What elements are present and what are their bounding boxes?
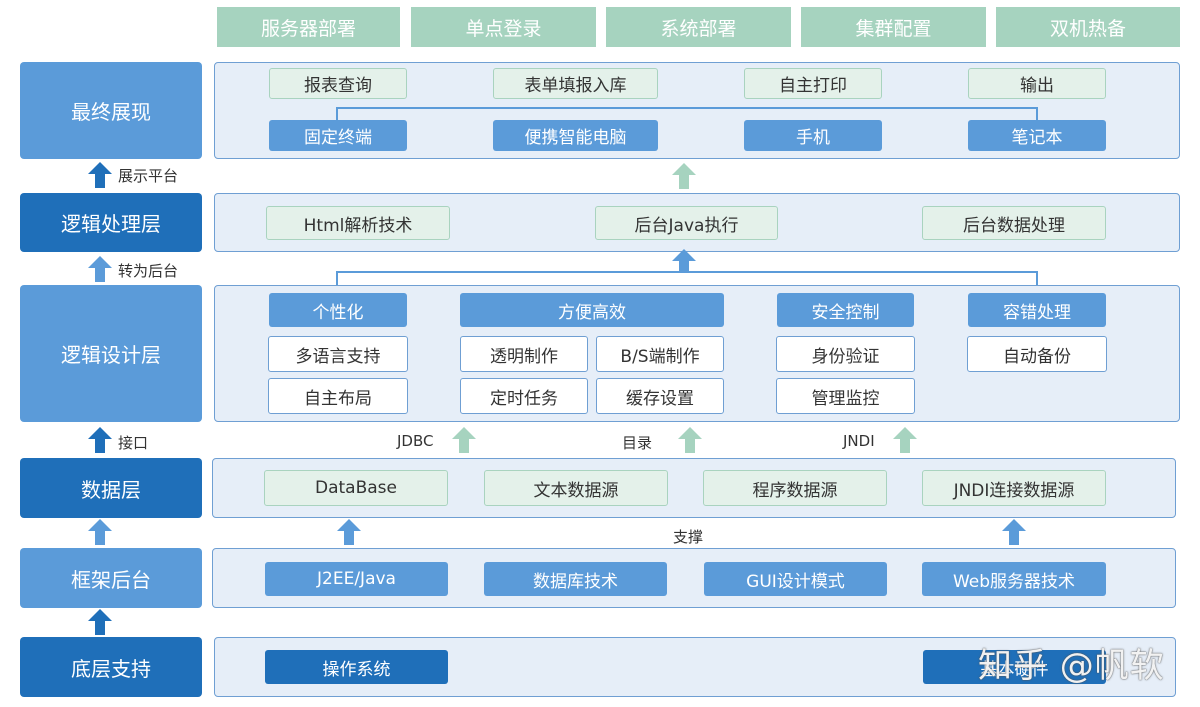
- layer-label-final-display: 最终展现: [20, 62, 202, 159]
- layer-label-logic-processing: 逻辑处理层: [20, 193, 202, 252]
- up-arrow-icon: [88, 256, 112, 282]
- top-item-server-deploy: 服务器部署: [217, 7, 400, 47]
- design-security-title: 安全控制: [777, 293, 914, 327]
- connector-label-catalog: 目录: [622, 434, 653, 452]
- up-arrow-icon: [337, 519, 361, 545]
- top-item-hot-standby: 双机热备: [996, 7, 1180, 47]
- design-scheduled-task: 定时任务: [460, 378, 588, 414]
- function-self-print: 自主打印: [744, 68, 882, 99]
- design-cache-settings: 缓存设置: [596, 378, 724, 414]
- design-identity-verify: 身份验证: [776, 336, 915, 372]
- base-hardware: 基本硬件: [923, 650, 1106, 684]
- function-form-entry: 表单填报入库: [493, 68, 658, 99]
- up-arrow-icon: [88, 427, 112, 453]
- framework-j2ee-java: J2EE/Java: [265, 562, 448, 596]
- function-report-query: 报表查询: [269, 68, 407, 99]
- layer-label-base-support: 底层支持: [20, 637, 202, 697]
- framework-web-server: Web服务器技术: [922, 562, 1106, 596]
- connector-label-support: 支撑: [673, 528, 704, 546]
- design-self-layout: 自主布局: [268, 378, 408, 414]
- layer-label-logic-design: 逻辑设计层: [20, 285, 202, 422]
- data-database: DataBase: [264, 470, 448, 506]
- connector-label-jndi: JNDI: [843, 432, 875, 450]
- data-text-source: 文本数据源: [484, 470, 668, 506]
- top-item-sso: 单点登录: [411, 7, 596, 47]
- design-management-monitor: 管理监控: [776, 378, 915, 414]
- design-auto-backup: 自动备份: [967, 336, 1107, 372]
- side-label-to-backend: 转为后台: [118, 262, 179, 280]
- design-efficiency-title: 方便高效: [460, 293, 724, 327]
- design-transparent-making: 透明制作: [460, 336, 588, 372]
- connector-label-jdbc: JDBC: [397, 432, 434, 450]
- up-arrow-icon: [893, 427, 917, 453]
- watermark: 知乎 @帆软: [978, 646, 1165, 686]
- up-arrow-icon: [88, 162, 112, 188]
- function-output: 输出: [968, 68, 1106, 99]
- up-arrow-icon: [1002, 519, 1026, 545]
- design-fault-tolerance-title: 容错处理: [968, 293, 1106, 327]
- framework-gui-pattern: GUI设计模式: [704, 562, 887, 596]
- data-jndi-source: JNDI连接数据源: [922, 470, 1106, 506]
- base-os: 操作系统: [265, 650, 448, 684]
- design-personalization-title: 个性化: [269, 293, 407, 327]
- design-multi-language: 多语言支持: [268, 336, 408, 372]
- device-fixed-terminal: 固定终端: [269, 120, 407, 151]
- side-label-interface: 接口: [118, 434, 149, 452]
- up-arrow-icon: [678, 427, 702, 453]
- top-item-system-deploy: 系统部署: [606, 7, 791, 47]
- up-arrow-icon: [452, 427, 476, 453]
- side-label-display-platform: 展示平台: [118, 167, 179, 185]
- device-connector-line: [336, 107, 1038, 122]
- data-program-source: 程序数据源: [703, 470, 887, 506]
- framework-database-tech: 数据库技术: [484, 562, 667, 596]
- design-bs-making: B/S端制作: [596, 336, 724, 372]
- processing-data-handling: 后台数据处理: [922, 206, 1106, 240]
- design-connector-line: [336, 249, 1038, 295]
- layer-label-framework: 框架后台: [20, 548, 202, 608]
- device-portable-computer: 便携智能电脑: [493, 120, 658, 151]
- device-laptop: 笔记本: [968, 120, 1106, 151]
- up-arrow-icon: [88, 519, 112, 545]
- up-arrow-icon: [672, 163, 696, 189]
- top-item-cluster-config: 集群配置: [801, 7, 986, 47]
- processing-html-parse: Html解析技术: [266, 206, 450, 240]
- device-phone: 手机: [744, 120, 882, 151]
- processing-java-exec: 后台Java执行: [595, 206, 778, 240]
- up-arrow-icon: [88, 609, 112, 635]
- layer-label-data: 数据层: [20, 458, 202, 518]
